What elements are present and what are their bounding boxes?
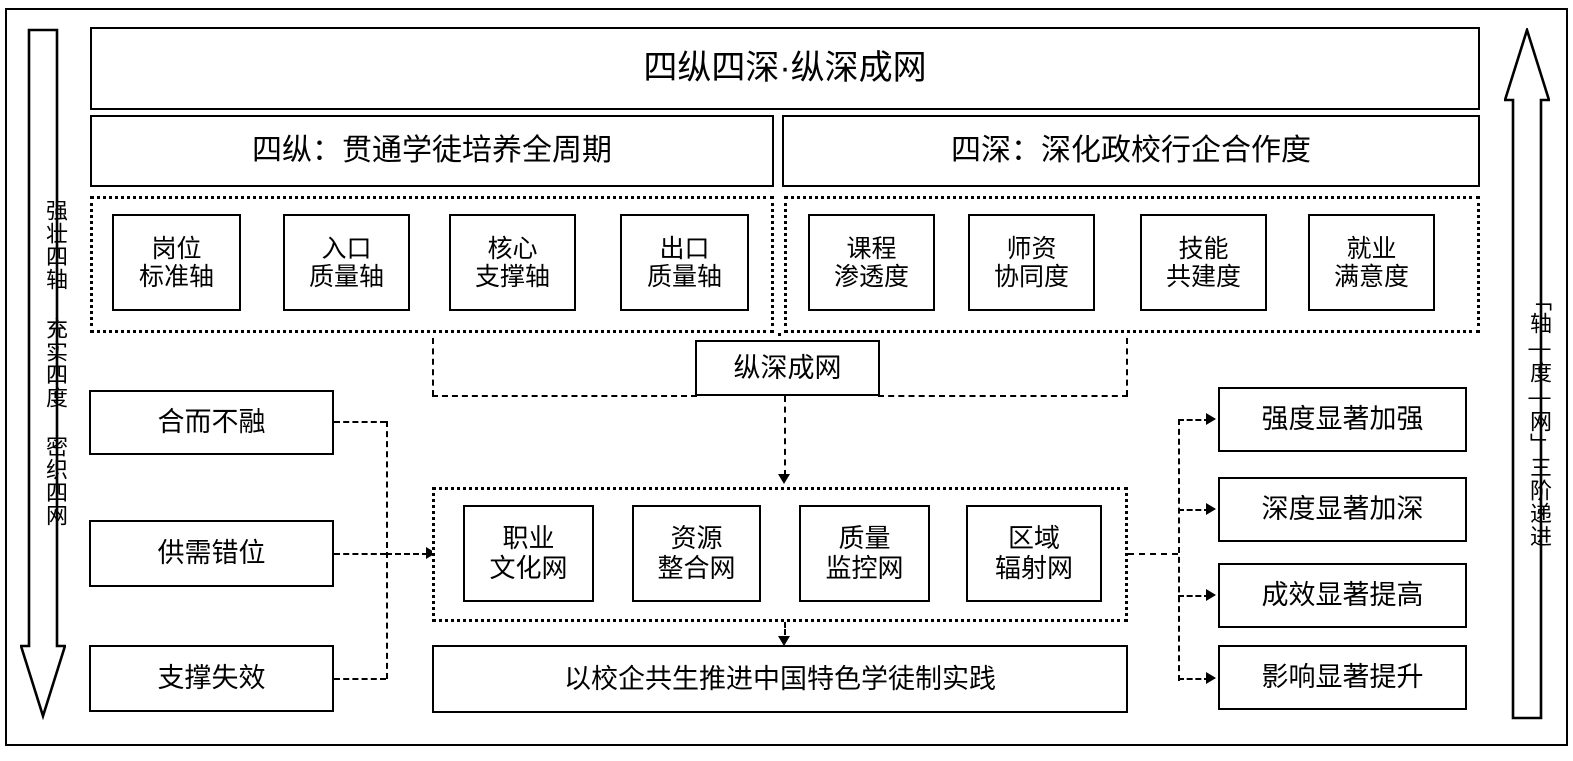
- axis-item-0[interactable]: 岗位标准轴: [112, 214, 241, 311]
- conclusion-banner: 以校企共生推进中国特色学徒制实践: [432, 645, 1128, 713]
- bracket-left-segment: [432, 338, 434, 396]
- degree-item-2[interactable]: 技能共建度: [1140, 214, 1267, 311]
- network-item-0-label: 职业文化网: [489, 523, 568, 583]
- diagram-title-banner: 四纵四深·纵深成网: [90, 27, 1480, 110]
- axis-item-0-label: 岗位标准轴: [138, 234, 214, 291]
- column-heading-shen: 四深：深化政校行企合作度: [782, 115, 1480, 187]
- network-item-2[interactable]: 质量监控网: [799, 505, 930, 602]
- bracket-bottom-right-segment: [878, 395, 1128, 397]
- outcome-0-arrowhead: [1206, 413, 1216, 425]
- middle-to-network-arrowhead: [778, 474, 790, 484]
- network-item-1[interactable]: 资源整合网: [632, 505, 761, 602]
- conclusion-label: 以校企共生推进中国特色学徒制实践: [564, 663, 996, 694]
- axis-item-2[interactable]: 核心支撑轴: [449, 214, 576, 311]
- network-to-conclusion-connector: [784, 622, 786, 642]
- network-to-conclusion-arrowhead: [778, 636, 790, 646]
- degree-item-1-label: 师资协同度: [993, 234, 1069, 291]
- axis-item-2-label: 核心支撑轴: [474, 234, 550, 291]
- outcome-box-3-label: 影响显著提升: [1261, 662, 1424, 693]
- problem-box-2-label: 支撑失效: [157, 663, 266, 694]
- axis-item-1[interactable]: 入口质量轴: [283, 214, 410, 311]
- column-heading-shen-label: 四深：深化政校行企合作度: [951, 134, 1311, 168]
- right-up-arrow: 「轴—度—网」三阶递进: [1504, 28, 1552, 720]
- degree-item-0[interactable]: 课程渗透度: [808, 214, 935, 311]
- middle-node-zongshen[interactable]: 纵深成网: [695, 340, 880, 396]
- problem-box-1[interactable]: 供需错位: [89, 520, 334, 587]
- network-item-3[interactable]: 区域辐射网: [966, 505, 1102, 602]
- problem-2-stub: [334, 678, 386, 680]
- network-item-1-label: 资源整合网: [657, 523, 736, 583]
- outcome-box-1[interactable]: 深度显著加深: [1218, 477, 1467, 542]
- problem-to-network-connector: [386, 553, 428, 555]
- degree-item-2-label: 技能共建度: [1165, 234, 1241, 291]
- problem-box-2[interactable]: 支撑失效: [89, 645, 334, 712]
- problem-box-0[interactable]: 合而不融: [89, 390, 334, 455]
- problem-1-stub: [334, 553, 386, 555]
- column-heading-zong: 四纵：贯通学徒培养全周期: [90, 115, 774, 187]
- degree-item-3[interactable]: 就业满意度: [1308, 214, 1435, 311]
- middle-to-network-connector: [784, 396, 786, 476]
- network-item-3-label: 区域辐射网: [994, 523, 1073, 583]
- problem-box-1-label: 供需错位: [157, 538, 266, 569]
- outcome-box-0[interactable]: 强度显著加强: [1218, 387, 1467, 452]
- problem-box-0-label: 合而不融: [157, 407, 266, 438]
- axis-item-3-label: 出口质量轴: [646, 234, 722, 291]
- problem-to-network-arrowhead: [426, 547, 436, 559]
- outcome-1-arrowhead: [1206, 503, 1216, 515]
- network-item-2-label: 质量监控网: [825, 523, 904, 583]
- outcome-box-1-label: 深度显著加深: [1261, 494, 1424, 525]
- degree-item-1[interactable]: 师资协同度: [968, 214, 1095, 311]
- outcome-2-arrowhead: [1206, 589, 1216, 601]
- outcome-1-stub: [1178, 509, 1210, 511]
- column-heading-zong-label: 四纵：贯通学徒培养全周期: [252, 134, 612, 168]
- axis-item-3[interactable]: 出口质量轴: [620, 214, 749, 311]
- outcome-trunk-connector: [1178, 419, 1180, 681]
- bracket-bottom-left-segment: [432, 395, 697, 397]
- network-to-outcome-stub: [1128, 553, 1178, 555]
- network-item-0[interactable]: 职业文化网: [463, 505, 594, 602]
- outcome-0-stub: [1178, 419, 1210, 421]
- outcome-box-2-label: 成效显著提高: [1261, 580, 1424, 611]
- outcome-2-stub: [1178, 595, 1210, 597]
- outcome-box-3[interactable]: 影响显著提升: [1218, 645, 1467, 710]
- right-arrow-label: 「轴—度—网」三阶递进: [1527, 288, 1552, 548]
- left-arrow-label: 强壮四轴 充实四度 密织四网: [43, 199, 68, 527]
- bracket-right-segment: [1126, 338, 1128, 396]
- up-arrow-icon: [1504, 28, 1550, 720]
- degree-item-0-label: 课程渗透度: [833, 234, 909, 291]
- outcome-3-arrowhead: [1206, 672, 1216, 684]
- middle-node-label: 纵深成网: [733, 352, 842, 383]
- outcome-3-stub: [1178, 678, 1210, 680]
- down-arrow-icon: [20, 28, 66, 720]
- axis-item-1-label: 入口质量轴: [308, 234, 384, 291]
- axis-group-stub-connector: [778, 333, 781, 343]
- outcome-box-2[interactable]: 成效显著提高: [1218, 563, 1467, 628]
- problem-trunk-connector: [386, 421, 388, 679]
- page-title: 四纵四深·纵深成网: [643, 49, 927, 88]
- outcome-box-0-label: 强度显著加强: [1261, 404, 1424, 435]
- left-down-arrow: 强壮四轴 充实四度 密织四网: [20, 28, 68, 720]
- degree-item-3-label: 就业满意度: [1333, 234, 1409, 291]
- problem-0-stub: [334, 421, 386, 423]
